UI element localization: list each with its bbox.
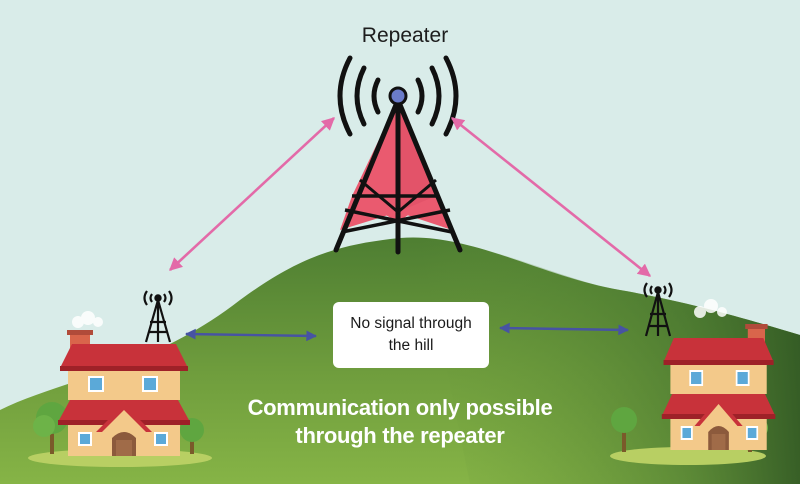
repeater-tower-icon [333, 86, 463, 255]
caption-line-1: Communication only possible [247, 395, 553, 420]
no-signal-line-2: the hill [388, 337, 434, 354]
repeater-label: Repeater [361, 24, 449, 47]
house-icon [661, 324, 776, 450]
right-house [610, 282, 776, 465]
double-arrow-icon [184, 328, 318, 342]
cloud-right [694, 299, 727, 318]
house-icon [58, 330, 190, 456]
signal-waves-icon [337, 55, 459, 137]
antenna-icon [643, 282, 673, 337]
double-arrow-icon [169, 117, 335, 271]
cloud-left [72, 311, 103, 328]
double-arrow-icon [498, 322, 630, 336]
antenna-icon [143, 290, 173, 343]
no-signal-line-1: No signal through [350, 315, 472, 332]
caption-line-2: through the repeater [295, 423, 505, 448]
diagram-caption: Communication only possible through the … [215, 394, 585, 450]
no-signal-note: No signal through the hill [333, 302, 489, 368]
double-arrow-icon [450, 116, 652, 278]
no-signal-text: No signal through the hill [341, 313, 481, 357]
left-house [28, 290, 212, 467]
